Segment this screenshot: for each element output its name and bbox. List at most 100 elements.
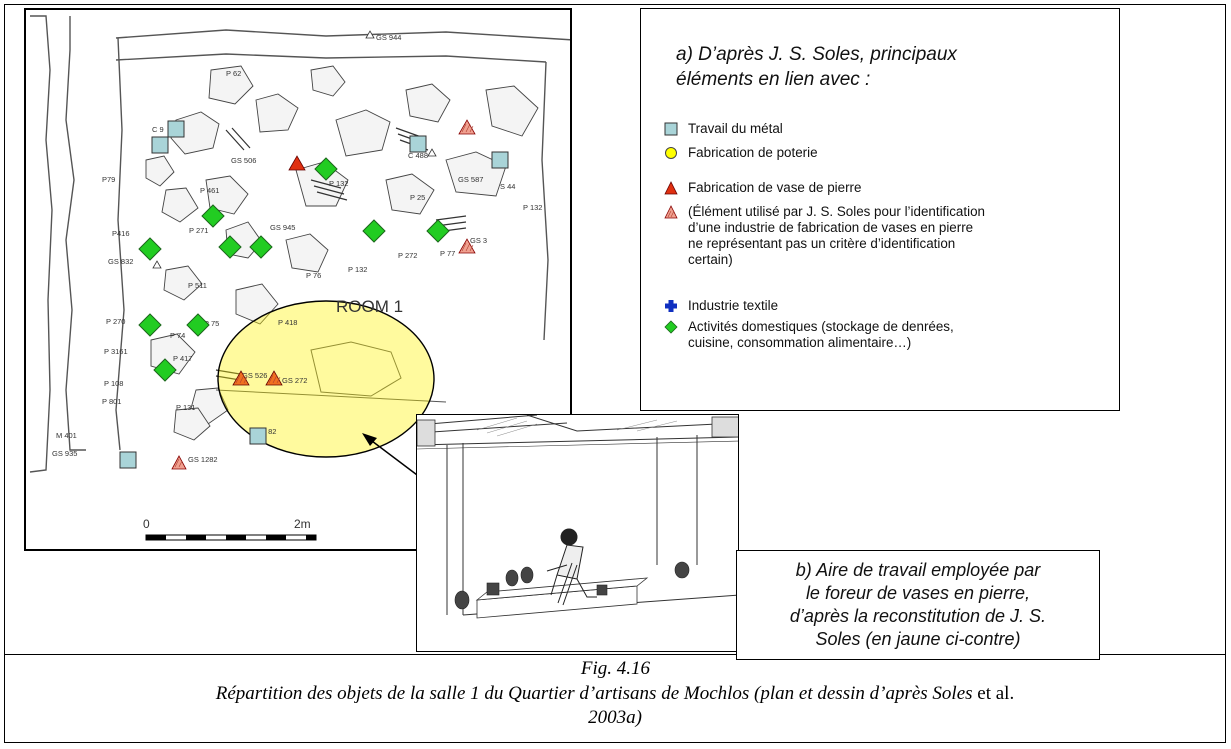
square-icon xyxy=(664,122,678,136)
plan-label: GS 506 xyxy=(231,156,256,165)
plan-label: P 272 xyxy=(398,251,417,260)
plan-label: GS 1282 xyxy=(188,455,218,464)
domestic-diamond xyxy=(186,313,210,337)
reconstruction-caption: b) Aire de travail employée par le foreu… xyxy=(736,550,1100,660)
room-label: ROOM 1 xyxy=(336,297,403,316)
triangle-icon xyxy=(664,181,678,195)
plan-label: GS 944 xyxy=(376,33,401,42)
ceiling-beam xyxy=(526,415,738,432)
metal-square xyxy=(119,451,137,469)
figure-caption-end: 2003a) xyxy=(588,707,642,728)
hatched-triangle-icon xyxy=(664,205,678,219)
plan-label: C 488 xyxy=(408,151,428,160)
small-triangle xyxy=(427,148,437,157)
legend-title-line1: a) D’après J. S. Soles, principaux xyxy=(676,44,957,65)
plan-label: GS 3 xyxy=(470,236,487,245)
work-area-highlight xyxy=(217,300,435,458)
seated-figure xyxy=(546,528,597,606)
metal-square xyxy=(151,136,169,154)
plan-label: P 132 xyxy=(523,203,542,212)
domestic-diamond xyxy=(153,358,177,382)
legend-label: Travail du métal xyxy=(688,121,783,136)
plan-label: P 3161 xyxy=(104,347,128,356)
figure-caption-etal: et al. xyxy=(977,683,1015,704)
metal-work-markers xyxy=(119,120,509,469)
figure-number: Fig. 4.16 xyxy=(580,658,651,679)
pillar xyxy=(656,435,698,565)
north-inner-wall xyxy=(115,53,547,63)
figure-frame xyxy=(4,4,1226,743)
legend-label: Industrie textile xyxy=(688,298,779,313)
metal-square xyxy=(249,427,267,445)
figure-caption: Répartition des objets de la salle 1 du … xyxy=(40,682,1190,730)
plan-label: P 271 xyxy=(189,226,208,235)
caption-line: b) Aire de travail employée par xyxy=(795,560,1041,580)
plan-label: GS 832 xyxy=(108,257,133,266)
plan-label: P 270 xyxy=(106,317,125,326)
north-wall xyxy=(115,29,570,41)
plan-label: S 44 xyxy=(500,182,515,191)
plan-label: P79 xyxy=(102,175,115,184)
vases xyxy=(454,561,690,610)
small-triangle xyxy=(152,260,162,269)
stone-vase-triangle xyxy=(288,155,306,171)
workshop-drawing xyxy=(417,415,738,619)
west-inner-wall xyxy=(65,16,86,451)
domestic-diamond xyxy=(201,204,225,228)
scale-end-label: 2m xyxy=(294,517,311,531)
plan-find-labels: P 62 GS 944 C 488 GS 587 C 9 P79 GS 506 … xyxy=(52,33,542,464)
ceiling-beam xyxy=(417,415,568,434)
legend-label: (Élément utilisé par J. S. Soles pour l’… xyxy=(688,204,985,267)
east-wall xyxy=(541,61,549,341)
room-plan-drawing: P 62 GS 944 C 488 GS 587 C 9 P79 GS 506 … xyxy=(29,15,570,541)
plan-label: P416 xyxy=(112,229,130,238)
plan-label: P 132 xyxy=(329,179,348,188)
plan-label: P 25 xyxy=(410,193,425,202)
plan-label: P 75 xyxy=(204,319,219,328)
legend-label: Fabrication de vase de pierre xyxy=(688,180,862,195)
plan-label: P 511 xyxy=(188,281,207,290)
plan-label: P 417 xyxy=(173,354,192,363)
domestic-diamond xyxy=(362,219,386,243)
plan-label: GS 945 xyxy=(270,223,295,232)
plan-label: P 461 xyxy=(200,186,219,195)
plan-label: P 62 xyxy=(226,69,241,78)
beam-end xyxy=(417,419,436,447)
plan-label: P 418 xyxy=(278,318,297,327)
caption-line: d’après la reconstitution de J. S. xyxy=(789,606,1047,626)
west-outer-wall xyxy=(29,15,53,473)
circle-icon xyxy=(664,146,678,160)
domestic-diamond xyxy=(138,313,162,337)
plan-label: M 401 xyxy=(56,431,77,440)
legend-title: a) D’après J. S. Soles, principaux éléme… xyxy=(676,42,1096,92)
legend-label: Activités domestiques (stockage de denré… xyxy=(688,319,954,350)
figure-caption-main: Répartition des objets de la salle 1 du … xyxy=(215,683,973,704)
legend-label: Fabrication de poterie xyxy=(688,145,818,160)
cross-icon xyxy=(664,299,678,313)
metal-square xyxy=(409,135,427,153)
domestic-diamond xyxy=(314,157,338,181)
west-room-wall xyxy=(115,37,125,451)
plan-label: P 801 xyxy=(102,397,121,406)
scale-bar: 0 2m xyxy=(143,517,317,541)
plan-label: P 108 xyxy=(104,379,123,388)
caption-divider xyxy=(4,654,1226,655)
beam-end xyxy=(711,416,738,438)
domestic-diamond xyxy=(249,235,273,259)
small-triangle xyxy=(365,30,375,39)
plan-label: P 76 xyxy=(306,271,321,280)
plan-label: P 74 xyxy=(170,331,185,340)
plan-label: GS 272 xyxy=(282,376,307,385)
triangle-hatching xyxy=(174,123,474,468)
plan-label: P 131 xyxy=(176,403,195,412)
scale-start-label: 0 xyxy=(143,517,150,531)
plan-label: C 9 xyxy=(152,125,164,134)
plan-label: GS 587 xyxy=(458,175,483,184)
metal-square xyxy=(491,151,509,169)
caption-line: le foreur de vases en pierre, xyxy=(805,583,1031,603)
workshop-reconstruction xyxy=(416,414,739,652)
plan-label: P 132 xyxy=(348,265,367,274)
plan-label: GS 935 xyxy=(52,449,77,458)
bench xyxy=(475,577,649,619)
domestic-activity-markers xyxy=(138,157,450,382)
